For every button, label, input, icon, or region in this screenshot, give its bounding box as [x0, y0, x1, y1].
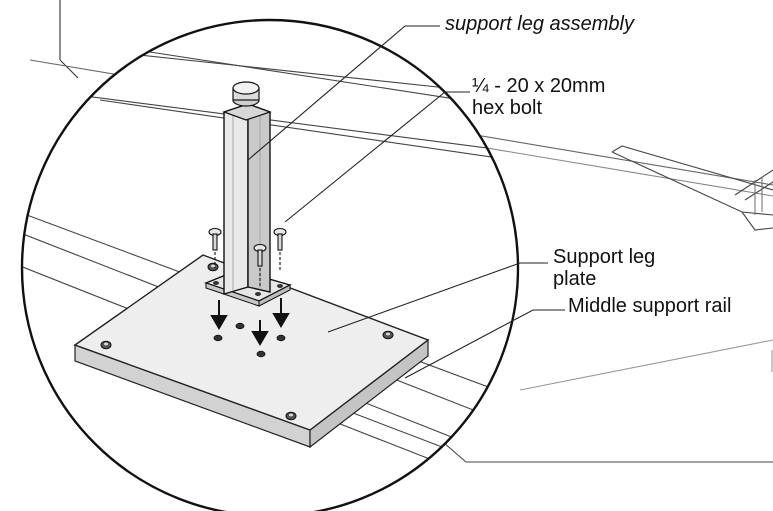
label-hex-bolt-type: hex bolt: [472, 97, 543, 119]
label-middle-support-rail: Middle support rail: [568, 295, 732, 317]
label-support-leg-plate-line1: Support leg: [553, 246, 656, 268]
hex-bolts: [208, 227, 287, 286]
label-hex-bolt: ¼ - 20 x 20mm hex bolt: [472, 75, 605, 119]
label-support-leg-assembly: support leg assembly: [445, 13, 634, 35]
label-support-leg-plate: Support leg plate: [553, 246, 655, 290]
support-leg-plate: [73, 254, 430, 449]
support-post: [222, 81, 272, 295]
leader-lines: [247, 25, 565, 379]
insert-arrows: [210, 298, 290, 346]
label-support-leg-plate-line2: plate: [553, 268, 597, 290]
label-hex-bolt-size: ¼ - 20 x 20mm: [472, 75, 606, 97]
detail-circle-outline: [20, 18, 520, 511]
